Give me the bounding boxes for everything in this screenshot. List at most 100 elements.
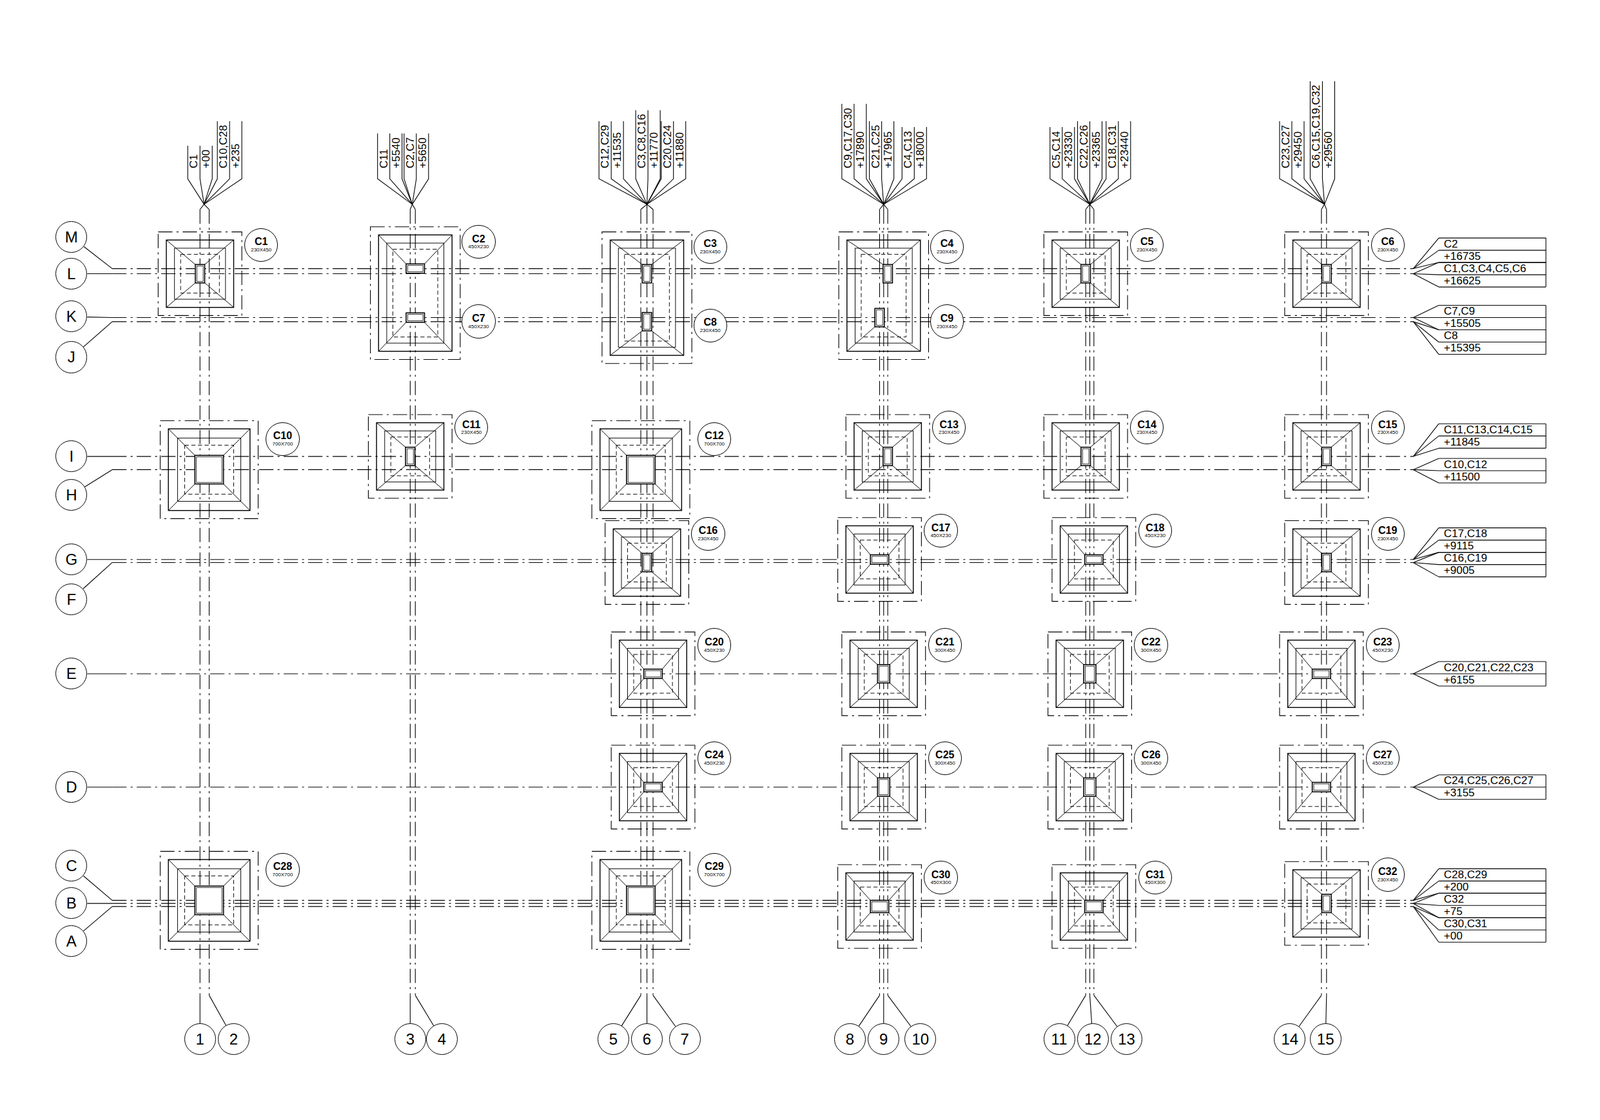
column [874, 308, 885, 327]
footing-slope [1055, 752, 1084, 778]
column [643, 669, 663, 679]
grid-bubble: 12 [1077, 1023, 1109, 1055]
grid-label: E [66, 665, 77, 682]
column-id: C24 [704, 749, 724, 761]
footing-outline [610, 239, 684, 356]
leader-line [1438, 448, 1546, 449]
leader-line [1545, 892, 1547, 918]
footing-outline [1302, 654, 1341, 693]
grid-leader [411, 204, 416, 210]
column-mark: C20450X230 [697, 627, 732, 662]
footing-slope [1090, 465, 1120, 490]
footing-slope [651, 528, 681, 554]
column-size: 230X450 [700, 328, 721, 334]
column-mark: C16230X450 [691, 517, 725, 551]
column [872, 556, 888, 563]
footing-slope [1293, 528, 1323, 554]
level-value: +00 [200, 149, 212, 169]
column [1312, 669, 1331, 679]
grid-leader [1067, 995, 1086, 1026]
footing-slope [1095, 682, 1124, 708]
grid-line [1326, 209, 1327, 996]
grid-bubble: 3 [394, 1023, 427, 1055]
column [196, 457, 223, 483]
grid-line [112, 317, 1414, 318]
column-size: 450X230 [468, 324, 489, 330]
grid-bubble: 15 [1309, 1023, 1342, 1055]
footing-outline [858, 761, 909, 813]
footing-slope [1052, 465, 1082, 490]
grid-line [112, 903, 1414, 904]
column-list: C20,C21,C22,C23 [1443, 662, 1534, 674]
footing-slope [610, 330, 643, 356]
footing-outline [390, 437, 430, 476]
leader-line [1413, 786, 1439, 788]
leader-line [1413, 906, 1439, 930]
footing-outline [1052, 422, 1120, 490]
column-size: 230X450 [1377, 429, 1399, 436]
leader-line [1413, 321, 1439, 343]
footing-outline [838, 517, 922, 602]
column [1086, 901, 1102, 911]
column [884, 266, 891, 282]
column [877, 664, 890, 683]
leader-line [1413, 273, 1439, 275]
grid-line [199, 209, 201, 996]
footing-slope [888, 525, 914, 555]
column-mark: C31450X300 [1138, 860, 1172, 895]
column-mark: C22300X450 [1133, 627, 1168, 662]
footing-slope [1090, 422, 1120, 448]
column-size: 230X450 [250, 247, 272, 253]
leader-line [1413, 562, 1439, 577]
column [1081, 447, 1091, 466]
leader-line [1438, 576, 1546, 577]
grid-line [112, 562, 1414, 563]
level-value: +11500 [1443, 471, 1481, 483]
footing-outline [624, 253, 670, 342]
column [879, 779, 889, 795]
footing-slope [884, 326, 921, 352]
column [626, 885, 655, 915]
footing-outline [627, 761, 679, 813]
grid-label: 3 [406, 1030, 415, 1047]
grid-bubble: 14 [1273, 1023, 1306, 1055]
column [627, 457, 654, 483]
footing-outline [627, 542, 666, 582]
column [1084, 899, 1103, 913]
leader-line [1413, 317, 1439, 318]
grid-bubble: H [55, 478, 88, 511]
column-mark: C29700X700 [697, 852, 732, 887]
column-list: C16,C19 [1443, 552, 1488, 564]
leader-line [1309, 81, 1325, 205]
leader-line [1413, 448, 1439, 457]
footing-outline [1293, 528, 1361, 596]
leader-line [1545, 237, 1547, 263]
grid-bubble: A [55, 925, 88, 957]
footing-outline [841, 631, 926, 716]
grid-leader [858, 995, 880, 1027]
footing-slope [1331, 239, 1361, 265]
footing-outline [384, 430, 436, 482]
column-id: C4 [940, 238, 954, 250]
column-mark: C12700X700 [697, 422, 732, 456]
grid-label: 13 [1117, 1030, 1136, 1047]
footing-outline [858, 647, 909, 699]
leader-line [1438, 482, 1546, 483]
footing-slope [1060, 564, 1085, 594]
leader-line [1438, 798, 1546, 800]
footing-slope [424, 322, 452, 352]
leader-line [1413, 458, 1439, 470]
footing-slope [1095, 752, 1124, 778]
grid-label: 15 [1317, 1030, 1335, 1047]
grid-line [112, 455, 1414, 457]
column-size: 700X700 [703, 872, 725, 878]
footing-outline [619, 640, 687, 708]
leader-line [647, 110, 661, 205]
grid-label: I [68, 448, 74, 465]
column-size: 230X450 [1377, 247, 1399, 253]
grid-bubble: 13 [1110, 1023, 1143, 1055]
grid-leader [409, 995, 411, 1024]
grid-leader [204, 204, 210, 210]
footing-slope [376, 465, 406, 490]
footing-slope [1293, 571, 1323, 597]
